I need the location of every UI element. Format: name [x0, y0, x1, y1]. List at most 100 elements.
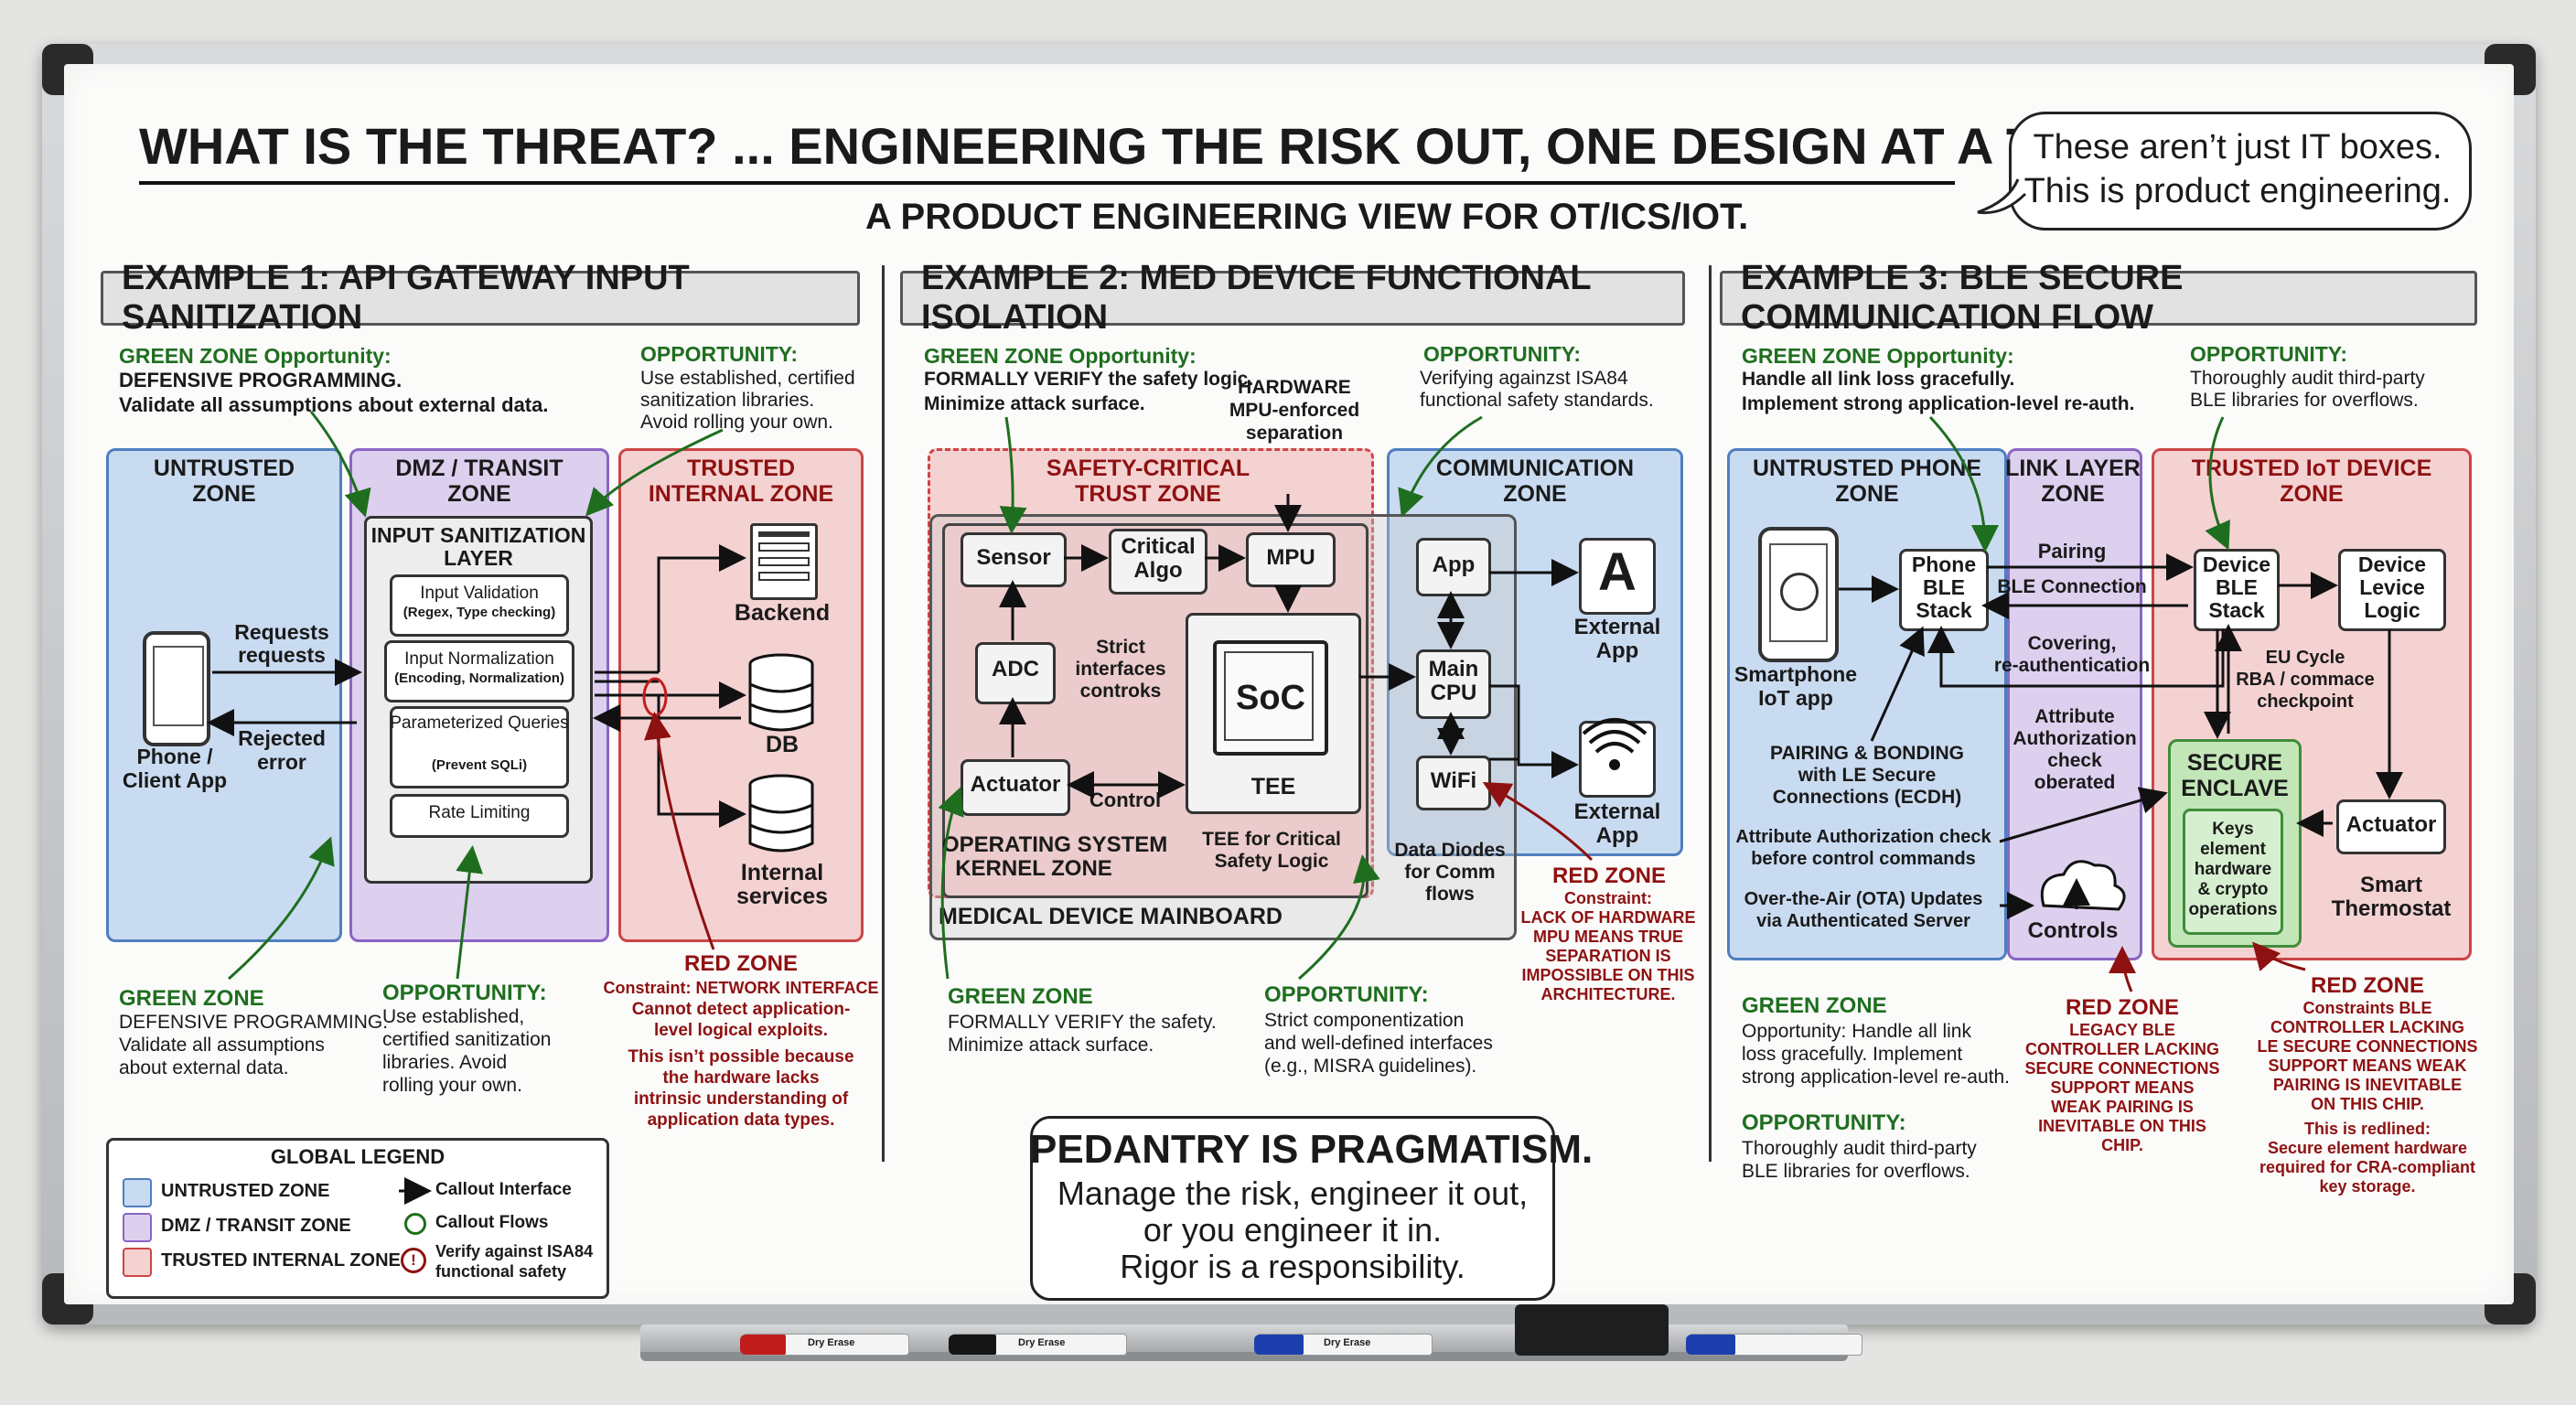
backend-server-icon — [750, 523, 818, 600]
adc-box — [975, 642, 1056, 704]
ex2-red-line: LACK OF HARDWARE — [1520, 908, 1696, 927]
phone-ble-label: Stack — [1916, 598, 1972, 622]
ex1-red-line: Cannot detect application- — [631, 1000, 851, 1019]
keys-label: hardware — [2194, 860, 2272, 879]
sensor-box — [961, 532, 1067, 587]
layer-item-sub: (Regex, Type checking) — [402, 605, 556, 620]
actuator-label: Actuator — [970, 772, 1061, 797]
ex3-link-zone — [2007, 448, 2142, 960]
ex1-opp-top-title: OPPORTUNITY: — [640, 342, 799, 366]
ex1-green-bottom-line: Validate all assumptions — [119, 1035, 325, 1056]
attr-check-label: before control commands — [1751, 849, 1976, 869]
ota-label: via Authenticated Server — [1756, 911, 1970, 931]
device-logic-label: Levice — [2359, 575, 2425, 599]
external-app-label: External — [1573, 799, 1661, 824]
internal-services-label: services — [735, 884, 829, 909]
ex3-red1-line: CHIP. — [2101, 1136, 2143, 1154]
legend-swatch-dmz — [123, 1213, 152, 1242]
marker-tray-lip — [640, 1352, 1848, 1361]
ex2-comm-label: COMMUNICATION — [1435, 456, 1635, 481]
ex1-trusted-label: TRUSTED — [686, 456, 796, 481]
main-cpu-label: CPU — [1430, 681, 1477, 705]
red-marker[interactable]: Dry Erase — [740, 1334, 909, 1356]
ex1-opp-bottom-line: Use established, — [382, 1006, 525, 1027]
ex1-untrusted-label: ZONE — [192, 481, 256, 507]
mainboard-label: MEDICAL DEVICE MAINBOARD — [939, 904, 1283, 929]
external-app-label: External — [1573, 615, 1661, 639]
speech-line: This is product engineering. — [2023, 172, 2452, 210]
ex1-opp-bottom-title: OPPORTUNITY: — [382, 981, 547, 1005]
legend-callout-flows: Callout Flows — [435, 1213, 549, 1232]
thermostat-label: Thermostat — [2331, 896, 2452, 921]
ex1-opp-top-line: sanitization libraries. — [640, 390, 815, 411]
ex1-green-top-line: DEFENSIVE PROGRAMMING. — [119, 369, 402, 391]
ex1-untrusted-label: UNTRUSTED — [153, 456, 295, 481]
ex3-opp-top-title: OPPORTUNITY: — [2190, 342, 2348, 366]
ex3-red1-line: SECURE CONNECTIONS — [2024, 1059, 2220, 1078]
ex2-green-top-line: Minimize attack surface. — [924, 393, 1145, 414]
keys-box — [2183, 809, 2283, 935]
pairing-bonding-label: PAIRING & BONDING — [1770, 743, 1964, 764]
legend-callout-interface: Callout Interface — [435, 1180, 572, 1199]
layer-item-parameterized-queries — [390, 706, 569, 788]
layer-title: LAYER — [444, 546, 513, 570]
attr-auth-label: oberated — [2034, 772, 2116, 793]
ex3-red2-line: CONTROLLER LACKING — [2270, 1018, 2464, 1036]
mpu-label: MPU — [1266, 545, 1315, 570]
data-diodes-label: Data Diodes — [1394, 840, 1506, 861]
page-subtitle: A PRODUCT ENGINEERING VIEW FOR OT/ICS/IO… — [865, 197, 1749, 237]
ex3-iot-zone-label: ZONE — [2280, 481, 2344, 507]
phone-ble-label: Phone — [1911, 552, 1977, 576]
ex1-rejected-label: Rejected — [238, 726, 326, 750]
ex1-rejected-label: error — [257, 750, 306, 774]
ex2-red-line: MPU MEANS TRUE — [1532, 928, 1683, 946]
ex3-green-top-title: GREEN ZONE Opportunity: — [1742, 344, 2014, 368]
legend-swatch-untrusted — [123, 1178, 152, 1207]
marker-label: Dry Erase — [1324, 1337, 1371, 1348]
marker-label: Dry Erase — [1018, 1337, 1066, 1348]
ex1-phone-label: Phone / — [136, 745, 213, 768]
ex3-iot-zone-label: TRUSTED IoT DEVICE — [2191, 456, 2432, 481]
ex2-red-title: RED ZONE — [1551, 863, 1666, 888]
phone-ble-label: BLE — [1923, 575, 1965, 599]
pairing-bonding-label: with LE Secure — [1798, 765, 1937, 786]
data-diodes-label: for Comm — [1404, 862, 1496, 883]
ex1-green-top-line: Validate all assumptions about external … — [119, 393, 549, 416]
ex2-green-top-line: FORMALLY VERIFY the safety logic. — [924, 369, 1254, 390]
ex3-red2-line: ON THIS CHIP. — [2311, 1095, 2424, 1113]
thermostat-label: Smart — [2359, 873, 2423, 897]
os-zone-label: KERNEL ZONE — [955, 856, 1112, 881]
pairing-label: Pairing — [2037, 540, 2107, 563]
ex3-green-bottom-title: GREEN ZONE — [1742, 993, 1887, 1018]
device-ble-label: Device — [2202, 552, 2271, 576]
blue-marker[interactable] — [1686, 1334, 1862, 1356]
ex2-comm-label: ZONE — [1503, 481, 1567, 507]
blue-marker[interactable]: Dry Erase — [1254, 1334, 1433, 1356]
black-marker[interactable]: Dry Erase — [949, 1334, 1127, 1356]
keys-label: Keys — [2212, 820, 2254, 839]
ex3-green-bottom-line: strong application-level re-auth. — [1742, 1067, 2010, 1088]
speech-line: These aren’t just IT boxes. — [2033, 128, 2442, 166]
covering-label: re-authentication — [1993, 655, 2151, 676]
strict-label: interfaces — [1075, 659, 1166, 680]
ex1-requests-label: requests — [238, 643, 326, 667]
legend-verify: functional safety — [435, 1262, 567, 1281]
app-store-icon: A — [1579, 538, 1656, 615]
eraser[interactable] — [1515, 1304, 1669, 1356]
main-cpu-label: Main — [1428, 657, 1479, 681]
attr-check-label: Attribute Authorization check — [1735, 827, 1991, 847]
ex1-red-line: the hardware lacks — [662, 1068, 820, 1088]
wifi-box — [1416, 756, 1491, 810]
ex3-opp-bottom-title: OPPORTUNITY: — [1742, 1110, 1906, 1135]
ex3-green-top-line: Handle all link loss gracefully. — [1742, 369, 2015, 390]
strict-label: Strict — [1096, 637, 1145, 658]
ex1-red-line: Constraint: NETWORK INTERFACE — [603, 979, 879, 997]
data-diodes-label: flows — [1425, 884, 1475, 905]
ex2-safety-label: SAFETY-CRITICAL — [1046, 456, 1250, 481]
layer-item-input-validation — [390, 574, 569, 637]
device-logic-box — [2338, 549, 2446, 631]
ex3-link-zone-label: LINK LAYER — [2005, 456, 2141, 481]
app-box — [1416, 538, 1491, 596]
layer-item-title: Input Normalization — [404, 649, 554, 669]
covering-label: Covering, — [2027, 633, 2117, 654]
